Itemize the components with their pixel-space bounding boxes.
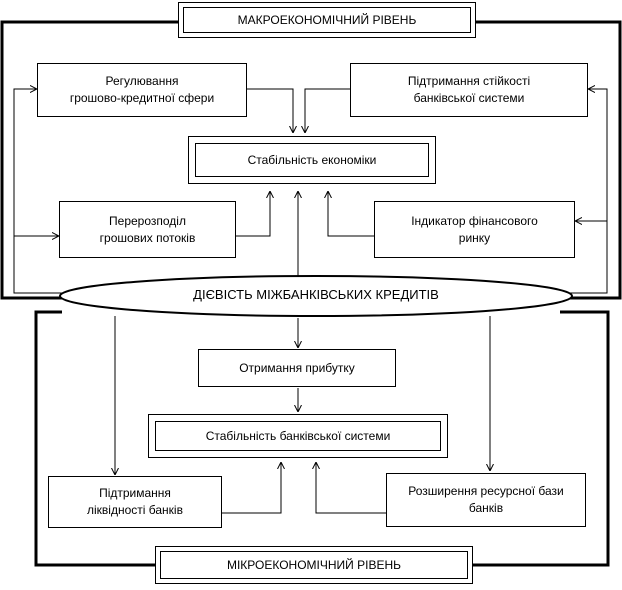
micro-level-title: МІКРОЕКОНОМІЧНИЙ РІВЕНЬ [155,546,473,584]
regulation-label: Регулювання грошово-кредитної сфери [69,74,215,105]
indicator-box: Індикатор фінансового ринку [374,201,575,258]
arrow-liquidity-to-banking [222,462,281,514]
micro-level-label: МІКРОЕКОНОМІЧНИЙ РІВЕНЬ [226,558,402,572]
arrow-resource-to-banking [316,462,386,514]
arrow-indicator-to-economy [328,191,374,237]
economy-stability-label: Стабільність економіки [247,153,377,167]
macro-level-title: МАКРОЕКОНОМІЧНИЙ РІВЕНЬ [178,2,476,38]
redistribution-box: Перерозподіл грошових потоків [59,201,236,258]
banking-stability-label: Стабільність банківської системи [205,429,391,443]
central-label: ДІЄВІСТЬ МІЖБАНКІВСЬКИХ КРЕДИТІВ [193,287,439,302]
central-ellipse [59,275,573,317]
indicator-label: Індикатор фінансового ринку [411,213,538,245]
macro-level-label: МАКРОЕКОНОМІЧНИЙ РІВЕНЬ [237,13,417,27]
liquidity-box: Підтримання ліквідності банків [48,476,222,528]
resource-base-box: Розширення ресурсної бази банків [386,473,586,527]
support-stability-box: Підтримання стійкості банківської систем… [350,63,588,117]
redistribution-label: Перерозподіл грошових потоків [99,213,196,245]
arrow-left-loop-regulation [13,89,62,294]
support-stability-label: Підтримання стійкості банківської систем… [407,74,531,105]
profit-label: Отримання прибутку [239,360,355,375]
arrow-support-to-economy [305,88,350,133]
micro-frame [34,310,610,567]
arrow-right-loop-support [570,89,608,294]
profit-box: Отримання прибутку [198,349,396,387]
arrow-regulation-to-economy [247,88,293,133]
liquidity-label: Підтримання ліквідності банків [87,486,183,517]
resource-base-label: Розширення ресурсної бази банків [408,484,564,515]
arrow-redistribution-to-economy [236,191,270,237]
regulation-box: Регулювання грошово-кредитної сфери [37,63,247,117]
banking-stability-box: Стабільність банківської системи [148,414,448,458]
economy-stability-box: Стабільність економіки [188,136,436,184]
